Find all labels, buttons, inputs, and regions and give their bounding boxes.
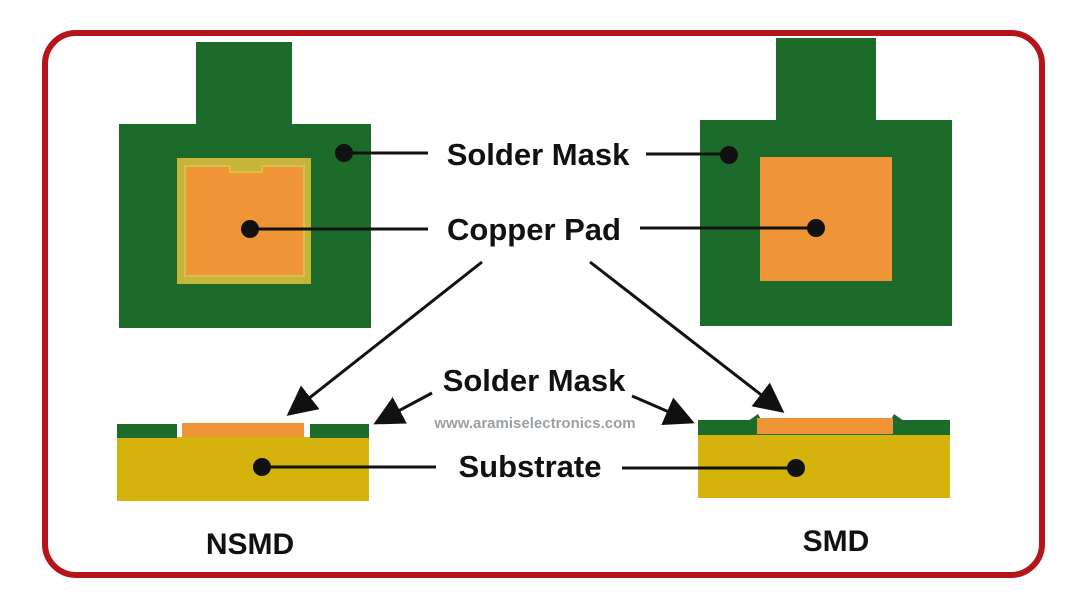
leader-lines: [250, 151, 816, 470]
dot-solder-mask-left: [335, 144, 353, 162]
smd-copper-pad: [760, 157, 892, 281]
dot-copper-pad-right: [807, 219, 825, 237]
nsmd-pad-section: [182, 423, 304, 437]
dot-solder-mask-right: [720, 146, 738, 164]
nsmd-copper-pad: [184, 165, 305, 277]
nsmd-trace: [196, 42, 292, 126]
label-copper-pad: Copper Pad: [447, 212, 621, 247]
arrows: [286, 260, 785, 426]
label-solder-mask-mid: Solder Mask: [443, 363, 626, 398]
arrow-mask-to-smd: [631, 394, 695, 426]
smd-mask-lip-right: [890, 414, 904, 421]
smd-substrate: [698, 434, 950, 498]
label-smd: SMD: [803, 525, 870, 558]
nsmd-substrate: [117, 437, 369, 501]
dot-substrate-left: [253, 458, 271, 476]
leader-dots: [241, 144, 825, 477]
dot-substrate-right: [787, 459, 805, 477]
smd-cross-section: [698, 414, 950, 498]
nsmd-cross-section: [117, 423, 369, 501]
smd-pad-section: [757, 418, 893, 434]
smd-trace: [776, 38, 876, 124]
arrow-pad-to-nsmd: [286, 260, 483, 416]
label-nsmd: NSMD: [206, 528, 294, 561]
nsmd-top-view: [119, 42, 371, 328]
smd-top-view: [700, 38, 952, 326]
dot-copper-pad-left: [241, 220, 259, 238]
arrow-mask-to-nsmd: [373, 391, 433, 425]
label-substrate: Substrate: [459, 449, 602, 484]
nsmd-mask-right: [310, 424, 369, 438]
watermark: www.aramiselectronics.com: [433, 415, 635, 432]
label-solder-mask-top: Solder Mask: [447, 137, 630, 172]
arrow-pad-to-smd: [589, 260, 785, 413]
nsmd-mask-left: [117, 424, 177, 438]
